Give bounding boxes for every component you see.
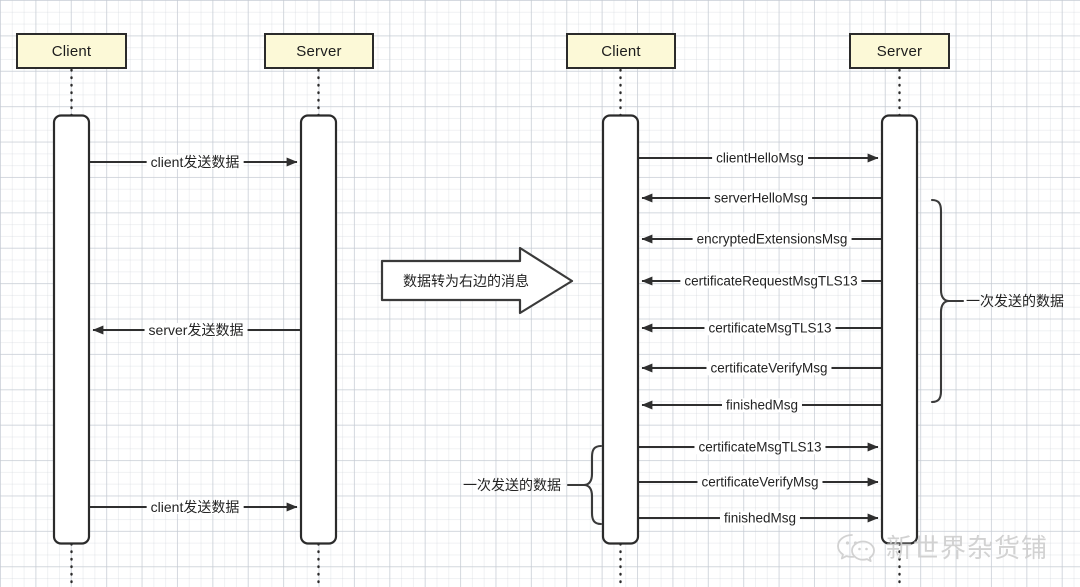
message-label-right-4: certificateRequestMsgTLS13 xyxy=(680,274,862,288)
actor-label: Server xyxy=(876,42,923,60)
actor-box-right-server[interactable]: Server xyxy=(849,33,950,69)
message-label-right-3: encryptedExtensionsMsg xyxy=(692,232,852,246)
left-lifelines xyxy=(70,68,320,587)
actor-box-right-client[interactable]: Client xyxy=(566,33,676,69)
transition-block-arrow xyxy=(380,246,574,315)
group-label-right: 一次发送的数据 xyxy=(966,293,1064,309)
right-activation-bars xyxy=(601,114,919,545)
actor-box-left-server[interactable]: Server xyxy=(264,33,374,69)
message-label-right-6: certificateVerifyMsg xyxy=(706,361,832,375)
actor-label: Client xyxy=(51,42,92,60)
message-label-right-2: serverHelloMsg xyxy=(710,191,812,205)
message-label-right-7: finishedMsg xyxy=(721,398,803,412)
right-messages xyxy=(639,153,881,523)
message-label-left-1: client发送数据 xyxy=(146,155,244,169)
group-label-left: 一次发送的数据 xyxy=(463,477,561,493)
group-brace-left xyxy=(566,444,603,526)
left-activation-bars xyxy=(52,114,338,545)
group-brace-right xyxy=(930,198,950,404)
transition-arrow-label: 数据转为右边的消息 xyxy=(403,273,529,289)
actor-label: Client xyxy=(601,42,641,60)
message-label-right-8: certificateMsgTLS13 xyxy=(694,440,826,454)
actor-label: Server xyxy=(296,42,342,60)
message-label-left-3: client发送数据 xyxy=(146,500,244,514)
message-label-right-9: certificateVerifyMsg xyxy=(697,475,823,489)
message-label-left-2: server发送数据 xyxy=(144,323,248,337)
actor-box-left-client[interactable]: Client xyxy=(16,33,127,69)
message-label-right-10: finishedMsg xyxy=(719,511,801,525)
right-lifelines xyxy=(619,68,901,587)
message-label-right-1: clientHelloMsg xyxy=(712,151,808,165)
message-label-right-5: certificateMsgTLS13 xyxy=(704,321,836,335)
